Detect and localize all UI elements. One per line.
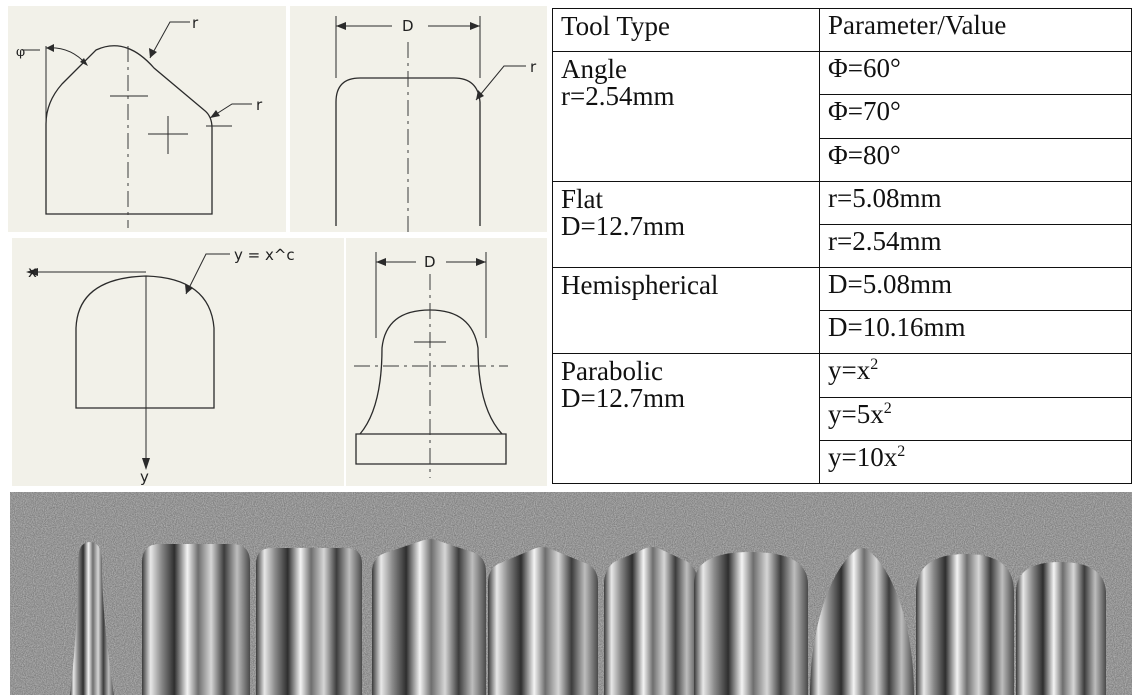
tool-type-cell-flat: Flat D=12.7mm bbox=[552, 180, 820, 269]
tool-type-cell-hemispherical: Hemispherical bbox=[552, 267, 820, 355]
value-cell: y=5x2 bbox=[819, 396, 1132, 441]
tool-9 bbox=[916, 554, 1014, 695]
equation-exponent: 2 bbox=[897, 442, 906, 460]
tool-type-param: D=12.7mm bbox=[561, 210, 685, 241]
tool-6 bbox=[604, 547, 698, 695]
radius-label-side: r bbox=[256, 96, 263, 114]
parabolic-tool-diagram: x y y = x^c bbox=[12, 238, 344, 486]
x-axis-label: x bbox=[28, 263, 37, 281]
value-cell: Φ=80° bbox=[819, 137, 1132, 182]
table-row: y=5x2 bbox=[553, 396, 1132, 441]
table-row: Hemispherical D=5.08mm bbox=[552, 267, 1132, 355]
value-cell: y=x2 bbox=[819, 353, 1132, 398]
table-row: D=10.16mm bbox=[553, 310, 1132, 355]
equation-exponent: 2 bbox=[883, 399, 892, 417]
value-cell: D=10.16mm bbox=[819, 310, 1132, 355]
tool-type-param: D=12.7mm bbox=[561, 383, 685, 414]
table-header-row: Tool Type Parameter/Value bbox=[552, 7, 1132, 53]
tool-type-name: Flat bbox=[561, 183, 604, 214]
header-tool-type: Tool Type bbox=[552, 7, 820, 53]
equation-label: y = x^c bbox=[234, 246, 295, 264]
angle-tool-diagram: φ r r bbox=[8, 6, 286, 232]
equation-base: y=10x bbox=[828, 441, 898, 472]
value-cell: y=10x2 bbox=[819, 439, 1132, 485]
tool-parameter-table: Tool Type Parameter/Value Angle r=2.54mm… bbox=[552, 7, 1132, 485]
y-axis-label: y bbox=[140, 468, 149, 486]
tool-type-name: Parabolic bbox=[561, 356, 663, 387]
phi-label: φ bbox=[16, 45, 25, 60]
table-row: Angle r=2.54mm Φ=60° bbox=[552, 51, 1132, 182]
value-cell: Φ=70° bbox=[819, 94, 1132, 139]
tool-parameter-table-wrap: Tool Type Parameter/Value Angle r=2.54mm… bbox=[552, 7, 1132, 485]
tool-10 bbox=[1016, 562, 1106, 695]
tool-type-name: Hemispherical bbox=[561, 270, 719, 301]
table-row: Flat D=12.7mm r=5.08mm bbox=[552, 180, 1132, 269]
value-cell: D=5.08mm bbox=[819, 267, 1132, 312]
radius-label: r bbox=[530, 58, 537, 76]
diameter-label: D bbox=[424, 253, 436, 271]
value-cell: r=5.08mm bbox=[819, 180, 1132, 225]
table-row: y=10x2 bbox=[553, 439, 1132, 485]
table-row: Parabolic D=12.7mm y=x2 bbox=[552, 353, 1132, 484]
tool-3 bbox=[256, 548, 362, 695]
table-row: Φ=80° bbox=[553, 137, 1132, 182]
table-row: r=2.54mm bbox=[553, 223, 1132, 269]
tool-4 bbox=[372, 539, 486, 695]
table-row: Φ=70° bbox=[553, 94, 1132, 139]
tool-5 bbox=[488, 547, 598, 695]
value-cell: r=2.54mm bbox=[819, 223, 1132, 269]
equation-base: y=5x bbox=[828, 398, 884, 429]
tool-type-cell-angle: Angle r=2.54mm bbox=[552, 51, 820, 182]
tool-7 bbox=[694, 552, 808, 695]
flat-tool-diagram: D r bbox=[290, 6, 547, 232]
diameter-label: D bbox=[402, 17, 414, 35]
tool-2 bbox=[142, 544, 250, 695]
tool-1 bbox=[70, 542, 114, 695]
tool-photo bbox=[10, 492, 1132, 695]
hemispherical-tool-diagram: D bbox=[346, 238, 547, 486]
tool-type-param: r=2.54mm bbox=[561, 81, 675, 112]
tool-8 bbox=[810, 548, 914, 695]
equation-base: y=x bbox=[828, 355, 871, 386]
header-parameter: Parameter/Value bbox=[819, 7, 1132, 53]
tool-type-name: Angle bbox=[561, 54, 627, 85]
tool-type-cell-parabolic: Parabolic D=12.7mm bbox=[552, 353, 820, 484]
equation-exponent: 2 bbox=[870, 356, 879, 374]
radius-label-top: r bbox=[192, 14, 199, 32]
value-cell: Φ=60° bbox=[819, 51, 1132, 96]
